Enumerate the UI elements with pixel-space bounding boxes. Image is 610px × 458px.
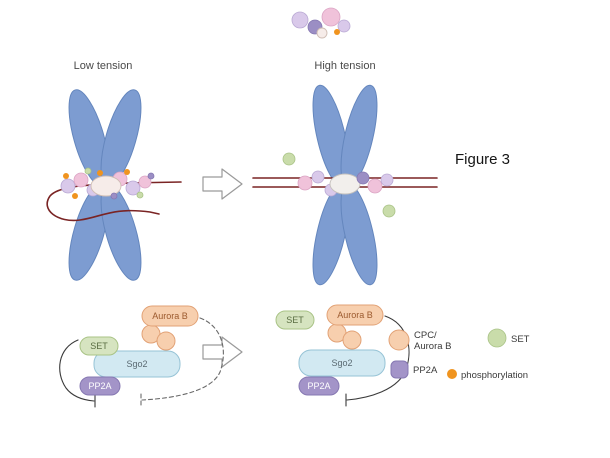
centromere-protein bbox=[125, 180, 141, 196]
centromere-protein bbox=[60, 178, 76, 194]
pp2a-dot bbox=[147, 172, 155, 180]
chromatin-circle bbox=[321, 7, 341, 27]
pp2a-dot bbox=[110, 192, 118, 200]
centromere-protein bbox=[380, 173, 394, 187]
chromatin-circle bbox=[291, 11, 309, 29]
phosphorylation-dot bbox=[124, 169, 130, 175]
pp2a-protein bbox=[356, 171, 370, 185]
top-chromatin-cluster bbox=[291, 7, 351, 39]
phosphorylation-dot bbox=[72, 193, 78, 199]
legend-phosphorylation-swatch bbox=[447, 369, 457, 379]
sgo2-box bbox=[298, 349, 386, 377]
set-dot bbox=[84, 167, 92, 175]
phosphorylation-dot bbox=[63, 173, 69, 179]
phosphorylation-dot bbox=[334, 29, 340, 35]
centromere-complex-low bbox=[60, 167, 155, 200]
centromere-protein bbox=[297, 175, 313, 191]
chromatin-circle bbox=[337, 19, 351, 33]
released-set-molecule bbox=[282, 152, 296, 166]
pp2a-label: PP2A bbox=[88, 381, 111, 391]
pp2a-box bbox=[298, 376, 340, 396]
legend-set-swatch bbox=[487, 328, 507, 348]
pp2a-label: PP2A bbox=[307, 381, 330, 391]
chromatin-circle bbox=[316, 27, 328, 39]
aurora-b-label: Aurora B bbox=[152, 311, 188, 321]
phosphorylation-dot bbox=[97, 170, 103, 176]
legend-phosphorylation-label: phosphorylation bbox=[461, 370, 528, 381]
cpc-subunit bbox=[342, 330, 362, 350]
centromere-complex-high bbox=[297, 170, 394, 197]
legend-cpc-label-line1: CPC/ bbox=[414, 330, 437, 341]
legend-cpc-swatch bbox=[388, 329, 410, 351]
centromere-protein bbox=[138, 175, 152, 189]
released-set-molecule bbox=[382, 204, 396, 218]
set-box bbox=[275, 310, 315, 330]
model-high-tension: Sgo2 Aurora B SET PP2A bbox=[275, 304, 410, 407]
centromere-protein bbox=[367, 178, 383, 194]
transition-arrow-bottom bbox=[202, 336, 243, 368]
high-tension-label: High tension bbox=[314, 60, 375, 72]
low-tension-label: Low tension bbox=[74, 60, 133, 72]
cpc-subunit bbox=[156, 331, 176, 351]
inner-centromere bbox=[329, 173, 361, 195]
aurora-b-box bbox=[141, 305, 199, 327]
sgo2-box bbox=[93, 350, 181, 378]
figure-title: Figure 3 bbox=[455, 151, 510, 168]
centromere-protein bbox=[73, 172, 89, 188]
set-box bbox=[79, 336, 119, 356]
legend-cpc-label-line2: Aurora B bbox=[414, 341, 452, 352]
legend-pp2a-label: PP2A bbox=[413, 365, 438, 376]
set-label: SET bbox=[90, 341, 108, 351]
inner-centromere bbox=[90, 175, 122, 197]
solid-regulation-arc bbox=[59, 339, 95, 402]
legend-pp2a-swatch bbox=[390, 360, 409, 379]
centromere-protein bbox=[311, 170, 325, 184]
aurora-b-label: Aurora B bbox=[337, 310, 373, 320]
legend: CPC/ Aurora B SET PP2A phosphorylation bbox=[388, 328, 530, 381]
chromosome-high-tension bbox=[312, 84, 378, 286]
legend-set-label: SET bbox=[511, 334, 530, 345]
pp2a-box bbox=[79, 376, 121, 396]
transition-arrow-top bbox=[202, 168, 243, 200]
sgo2-label: Sgo2 bbox=[126, 359, 147, 369]
set-label: SET bbox=[286, 315, 304, 325]
model-low-tension: Sgo2 Aurora B SET PP2A bbox=[59, 305, 224, 408]
sgo2-label: Sgo2 bbox=[331, 358, 352, 368]
set-dot bbox=[136, 191, 144, 199]
aurora-b-box bbox=[326, 304, 384, 326]
dashed-inhibition-arc bbox=[141, 317, 224, 401]
